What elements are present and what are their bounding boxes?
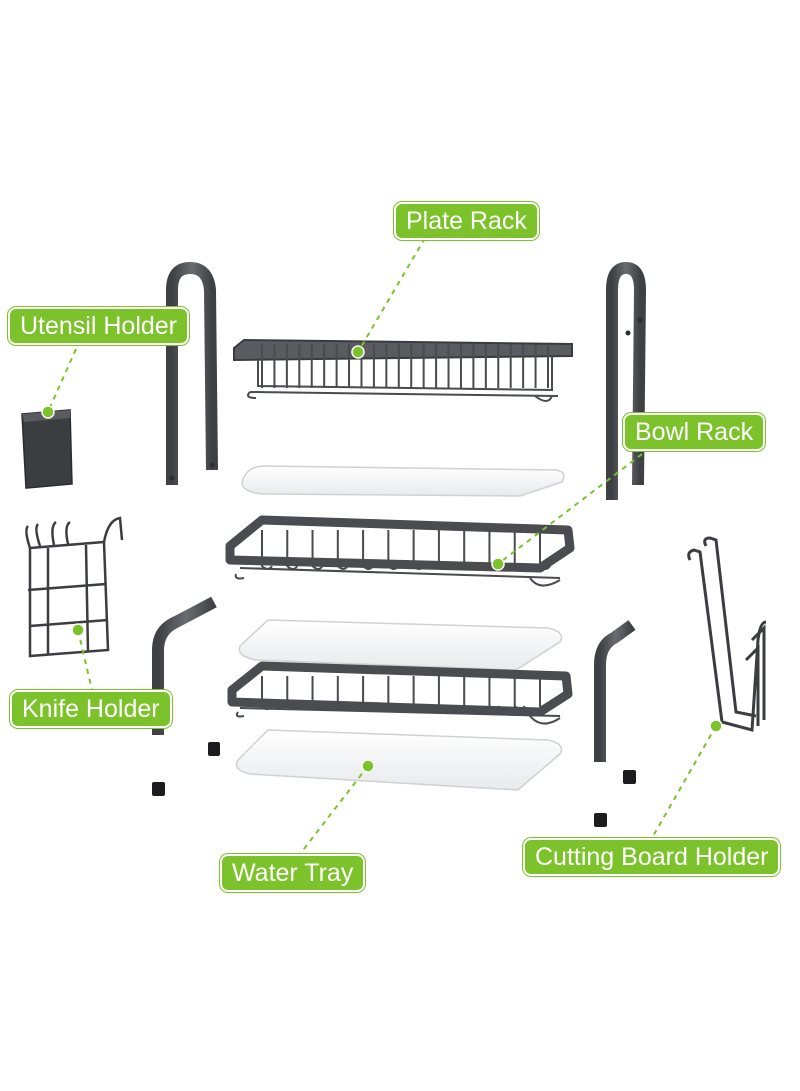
cutting-board-holder-label: Cutting Board Holder [523,838,781,876]
water-tray-label: Water Tray [220,854,366,892]
drip-tray-upper [241,465,565,497]
bowl-rack-label: Bowl Rack [623,413,766,451]
knife-holder-label: Knife Holder [10,690,172,728]
bowl-rack [225,515,575,587]
cutting-board-holder [687,536,767,732]
utensil-holder-label: Utensil Holder [8,307,190,345]
left-lower-frame [152,500,220,735]
rack-feet [152,742,636,827]
utensil-holder-cup [21,409,73,489]
knife-holder-basket [25,516,124,658]
left-frame-bolts [169,462,215,481]
left-upper-frame [166,261,218,485]
right-upper-frame [606,261,647,500]
leader-dots [41,345,723,773]
leader-lines [47,237,717,855]
bottom-rack [227,661,573,725]
water-tray [235,729,563,791]
right-lower-frame [594,516,638,762]
plate-rack [233,338,573,402]
plate-rack-label: Plate Rack [394,202,539,240]
